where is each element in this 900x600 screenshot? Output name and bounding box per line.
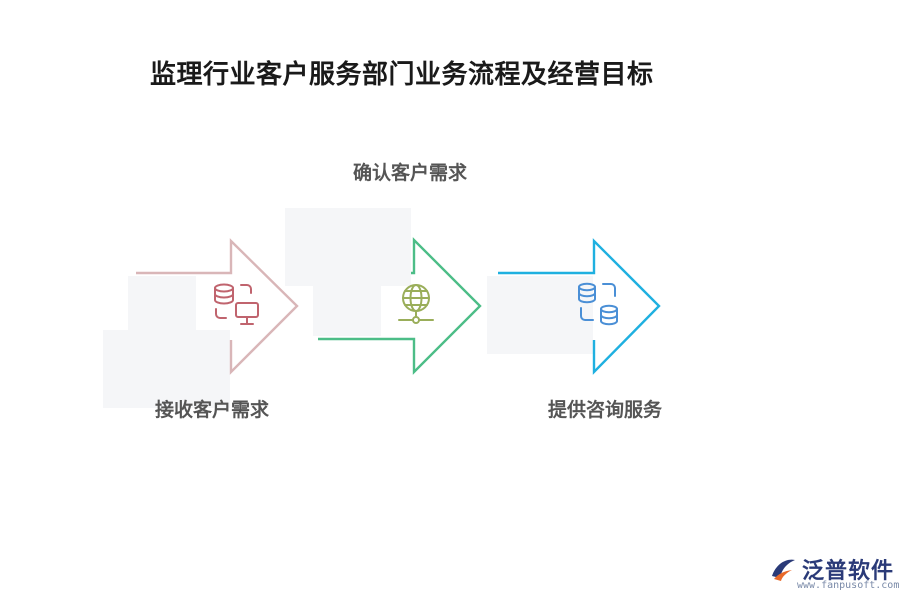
database-sync-icon (578, 282, 618, 326)
brand-logo: 泛普软件 (768, 553, 894, 585)
bg-shade (487, 276, 593, 354)
step-label-2: 确认客户需求 (353, 162, 468, 184)
bg-shade (103, 330, 230, 408)
globe-network-icon (398, 284, 434, 324)
bg-shade (313, 286, 381, 336)
step-arrow-2 (318, 237, 482, 375)
step-arrow-1 (136, 238, 299, 375)
step-label-1: 接收客户需求 (155, 399, 270, 421)
bg-shade (285, 208, 411, 286)
step-label-3: 提供咨询服务 (548, 399, 663, 421)
bg-shade (128, 276, 196, 332)
page-title: 监理行业客户服务部门业务流程及经营目标 (150, 60, 654, 90)
logo-name: 泛普软件 (802, 559, 895, 584)
step-arrow-3 (498, 238, 661, 375)
logo-url: www.fanpusoft.com (797, 580, 900, 591)
database-monitor-icon (214, 283, 259, 325)
logo-swoosh-icon (772, 559, 795, 581)
